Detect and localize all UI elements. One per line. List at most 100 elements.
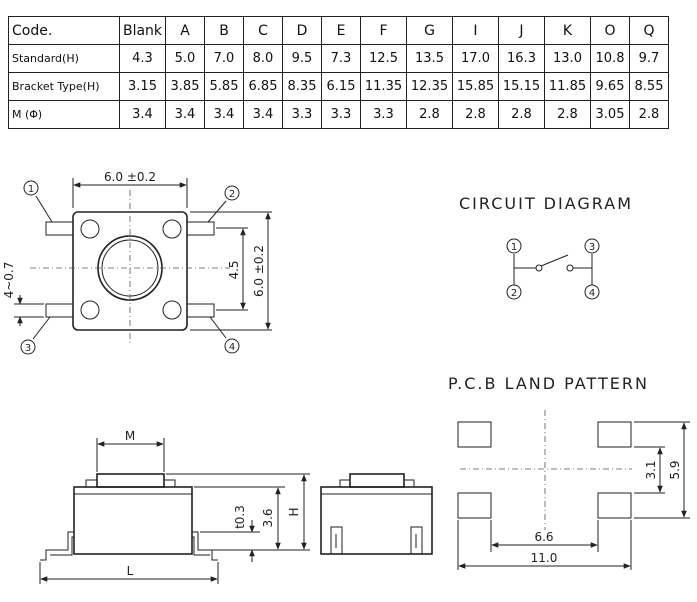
table-header-cell: E xyxy=(321,16,361,45)
table-cell: 6.85 xyxy=(243,72,283,101)
table-row-label: M (Φ) xyxy=(8,100,120,129)
lead-terminal xyxy=(45,221,74,236)
table-cell: 6.15 xyxy=(321,72,361,101)
mount-hole xyxy=(80,219,100,239)
table-cell: 16.3 xyxy=(498,44,545,73)
table-row: Standard(H) 4.3 5.0 7.0 8.0 9.5 7.3 12.5… xyxy=(8,44,669,73)
outer-width-dimension-label: 11.0 xyxy=(531,551,558,565)
table-row-label: Standard(H) xyxy=(8,44,120,73)
leader-line xyxy=(32,316,51,340)
leader-line xyxy=(35,195,53,223)
pin-callout-4 xyxy=(224,338,240,354)
table-cell: 2.8 xyxy=(406,100,453,129)
front-body xyxy=(73,486,193,555)
pin-callout-3 xyxy=(20,339,36,355)
table-header-cell: K xyxy=(544,16,591,45)
h-dimension-label: H xyxy=(287,507,301,516)
table-cell: 3.3 xyxy=(282,100,322,129)
front-lead-right xyxy=(192,531,218,561)
side-lead xyxy=(330,526,343,555)
front-actuator xyxy=(96,473,165,488)
leader-line xyxy=(209,316,227,339)
circuit-pin-2-label: 2 xyxy=(511,288,517,299)
pcb-land-pattern: P.C.B LAND PATTERN 3.1 5.9 6.6 11.0 xyxy=(448,374,690,570)
table-cell: 7.0 xyxy=(204,44,244,73)
pin-callout-2-label: 2 xyxy=(229,189,235,200)
side-shoulder xyxy=(403,479,415,488)
table-cell: 8.35 xyxy=(282,72,322,101)
circuit-pin-4 xyxy=(584,284,600,300)
table-header-row: Code. Blank A B C D E F G I J K O Q xyxy=(8,16,669,45)
front-shoulder xyxy=(163,479,176,488)
inner-width-dimension-label: 6.6 xyxy=(534,530,553,544)
land-pad xyxy=(457,492,492,519)
inner-height-dimension-label: 3.1 xyxy=(644,460,658,479)
body-height-dimension-label: 3.6 xyxy=(261,508,275,527)
front-lead-left-inner xyxy=(50,536,74,556)
table-row: M (Φ) 3.4 3.4 3.4 3.4 3.3 3.3 3.3 2.8 2.… xyxy=(8,100,669,129)
side-body xyxy=(320,486,433,555)
pcb-land-pattern-title: P.C.B LAND PATTERN xyxy=(448,374,649,393)
table-header-cell: D xyxy=(282,16,322,45)
table-cell: 3.3 xyxy=(321,100,361,129)
table-cell: 3.05 xyxy=(590,100,630,129)
circuit-pin-3-label: 3 xyxy=(589,242,595,253)
table-cell: 2.8 xyxy=(452,100,499,129)
table-cell: 5.0 xyxy=(165,44,205,73)
pin-callout-2 xyxy=(224,185,240,201)
circuit-pin-3 xyxy=(584,238,600,254)
front-lead-left xyxy=(40,531,74,561)
table-cell: 12.35 xyxy=(406,72,453,101)
table-cell: 2.8 xyxy=(629,100,669,129)
circuit-pin-2 xyxy=(506,284,522,300)
table-cell: 3.4 xyxy=(165,100,205,129)
switch-contact xyxy=(535,264,543,272)
table-cell: 3.4 xyxy=(204,100,244,129)
side-view xyxy=(320,473,433,555)
table-cell: 8.0 xyxy=(243,44,283,73)
mount-hole xyxy=(162,219,182,239)
circuit-pin-1-label: 1 xyxy=(511,242,517,253)
table-cell: 15.15 xyxy=(498,72,545,101)
pin-callout-3-label: 3 xyxy=(25,343,31,354)
table-cell: 8.55 xyxy=(629,72,669,101)
front-lead-right-inner xyxy=(192,536,210,556)
table-header-cell: J xyxy=(498,16,545,45)
table-cell: 13.5 xyxy=(406,44,453,73)
land-pad xyxy=(457,421,492,448)
switch-contact xyxy=(566,264,574,272)
circuit-diagram: CIRCUIT DIAGRAM 1 3 2 4 xyxy=(459,194,633,300)
table-cell: 11.85 xyxy=(544,72,591,101)
pitch-dimension-label: 4.5 xyxy=(227,260,241,279)
table-header-cell: Code. xyxy=(8,16,120,45)
circuit-pin-4-label: 4 xyxy=(589,288,595,299)
pin-callout-4-label: 4 xyxy=(229,342,235,353)
table-row: Bracket Type(H) 3.15 3.85 5.85 6.85 8.35… xyxy=(8,72,669,101)
l-dimension-label: L xyxy=(127,564,134,578)
mount-hole xyxy=(80,300,100,320)
circuit-diagram-title: CIRCUIT DIAGRAM xyxy=(459,194,633,213)
spec-table: Code. Blank A B C D E F G I J K O Q Stan… xyxy=(8,16,669,129)
height-dimension-label: 6.0 ±0.2 xyxy=(252,245,266,297)
table-header-cell: Blank xyxy=(119,16,166,45)
width-dimension-label: 6.0 ±0.2 xyxy=(104,170,156,184)
table-cell: 9.5 xyxy=(282,44,322,73)
table-cell: 2.8 xyxy=(498,100,545,129)
table-header-cell: I xyxy=(452,16,499,45)
mount-hole xyxy=(162,300,182,320)
circuit-pin-1 xyxy=(506,238,522,254)
side-lead xyxy=(410,526,423,555)
front-shoulder xyxy=(85,479,98,488)
pin-callout-1 xyxy=(23,180,39,196)
table-header-cell: F xyxy=(360,16,407,45)
table-cell: 3.4 xyxy=(119,100,166,129)
table-cell: 9.7 xyxy=(629,44,669,73)
leader-line xyxy=(207,200,227,223)
table-cell: 3.3 xyxy=(360,100,407,129)
lead-dimension-label: 4~0.7 xyxy=(2,262,16,299)
thickness-dimension-label: t0.3 xyxy=(233,505,247,529)
lead-terminal xyxy=(186,303,215,318)
m-dimension-label: M xyxy=(125,429,135,443)
land-pad xyxy=(597,492,632,519)
